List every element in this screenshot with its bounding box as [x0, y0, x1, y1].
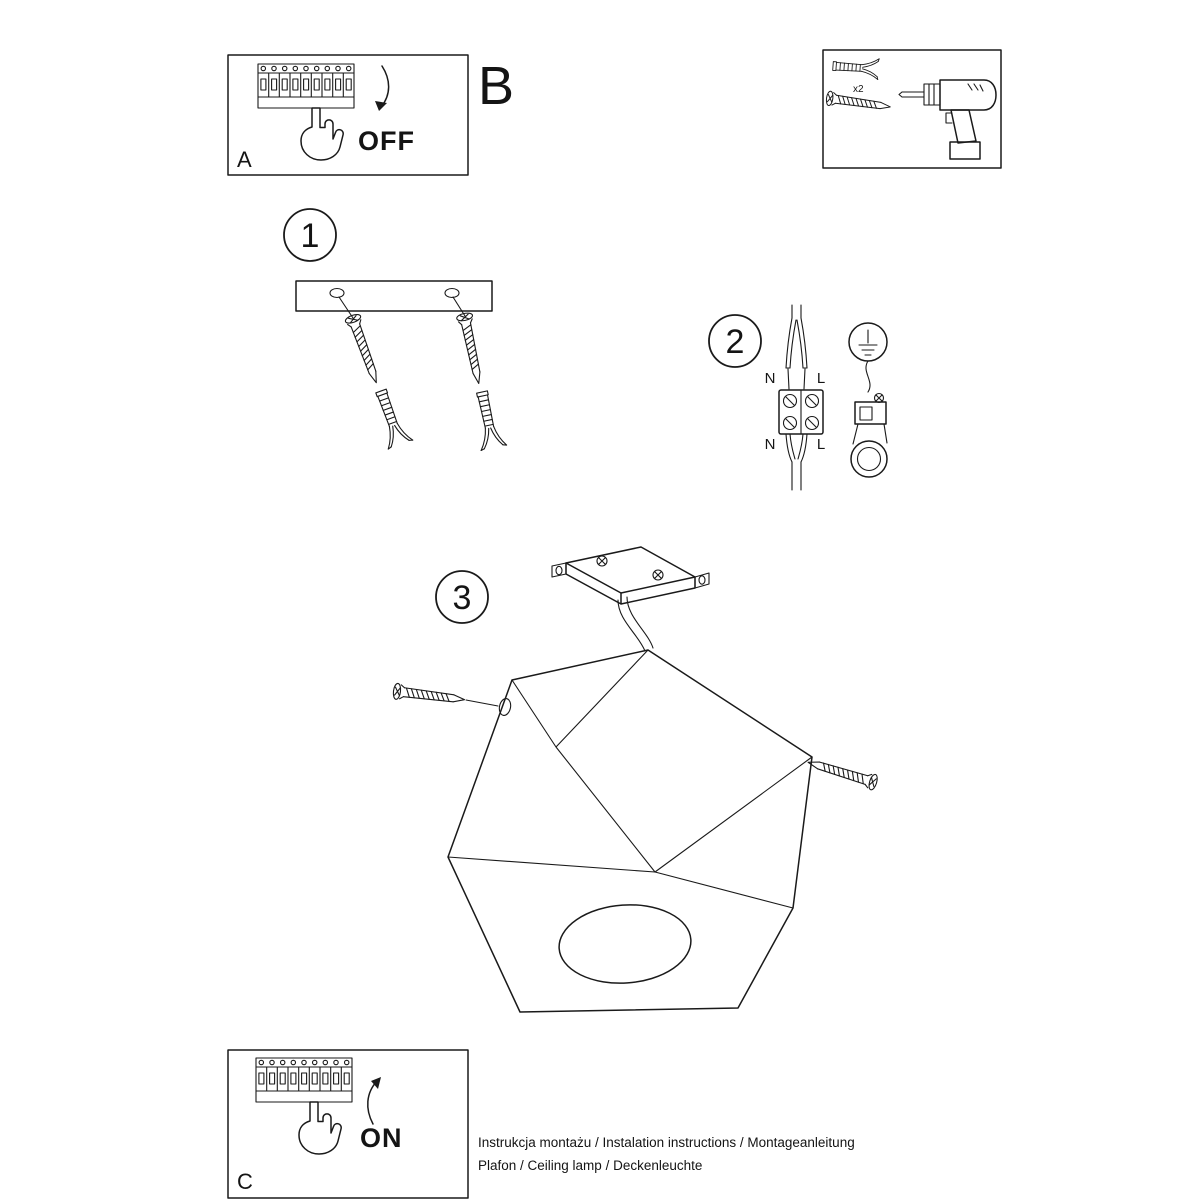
tools-box-border: [822, 49, 1002, 169]
light-opening: [558, 904, 692, 984]
step-2-badge: 2: [708, 314, 762, 368]
lamp-cable-icon: [785, 433, 808, 491]
power-on-box: C ON: [227, 1049, 469, 1199]
wall-anchor-icon: [468, 388, 508, 452]
drill-icon: [898, 79, 997, 160]
step-1-badge: 1: [283, 208, 337, 262]
off-label: OFF: [358, 126, 415, 156]
screw-hole: [498, 698, 512, 716]
screw-icon: [455, 311, 488, 386]
step-3-badge: 3: [435, 570, 489, 624]
step-3: 3: [391, 546, 880, 1013]
step-1: 1: [283, 208, 508, 452]
supply-cable-icon: [785, 304, 808, 390]
step-2-number: 2: [726, 323, 745, 361]
terminal-n-top-label: N: [765, 370, 776, 387]
terminal-n-bottom-label: N: [765, 436, 776, 453]
footer-instructions-line: Instrukcja montażu / Instalation instruc…: [478, 1135, 855, 1150]
ceiling-bracket-icon: [551, 546, 710, 605]
screw-guide-line: [452, 296, 466, 317]
power-on-box-border: [227, 1049, 469, 1199]
screw-icon: [343, 312, 385, 387]
screw-guide-line: [465, 699, 499, 707]
terminal-block-icon: [778, 389, 824, 435]
screw-icon: [391, 682, 466, 709]
section-b-label: B: [478, 56, 514, 116]
pendant-cable-icon: [617, 596, 654, 652]
mounting-plate-icon: [295, 280, 493, 312]
box-c-label: C: [237, 1169, 253, 1194]
curved-arrow-up-icon: [367, 1080, 378, 1125]
earth-wire-icon: [865, 360, 871, 393]
terminal-l-top-label: L: [817, 370, 825, 387]
screw-icon: [805, 754, 880, 792]
box-a-label: A: [237, 147, 252, 172]
step-3-number: 3: [453, 579, 472, 617]
screw-guide-line: [338, 296, 354, 319]
power-off-box-border: [227, 54, 469, 176]
tools-box: x2: [822, 49, 1002, 169]
lamp-body-icon: [447, 649, 813, 1013]
earth-symbol-icon: [848, 322, 888, 362]
curved-arrow-down-icon: [380, 65, 390, 108]
wall-anchor-icon: [831, 55, 880, 80]
breaker-panel-hand-icon: [257, 63, 355, 161]
curved-arrow-down-head: [375, 101, 387, 111]
footer-product-line: Plafon / Ceiling lamp / Deckenleuchte: [478, 1158, 702, 1173]
anchor-count-label: x2: [853, 84, 864, 95]
earth-clamp-icon: [850, 392, 888, 478]
curved-arrow-up-head: [371, 1077, 381, 1089]
power-off-box: A OFF: [227, 54, 469, 176]
wall-anchor-icon: [368, 386, 414, 450]
step-2: 2 N L N L: [708, 304, 888, 491]
step-1-number: 1: [301, 217, 320, 255]
terminal-l-bottom-label: L: [817, 436, 825, 453]
on-label: ON: [360, 1123, 403, 1153]
breaker-panel-hand-icon: [255, 1057, 353, 1155]
